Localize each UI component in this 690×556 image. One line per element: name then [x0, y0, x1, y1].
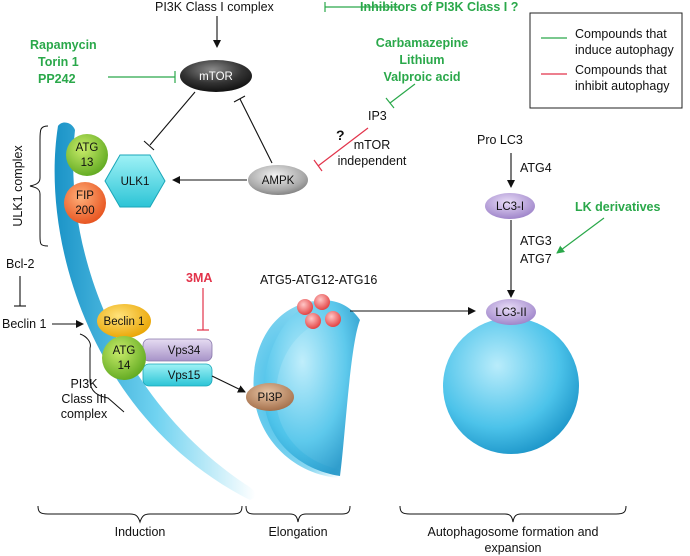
pi3p-label: PI3P — [258, 392, 283, 404]
mtor-independent-line2: independent — [338, 154, 407, 168]
mtor-independent-line1: mTOR — [354, 138, 391, 152]
atg4-label: ATG4 — [520, 161, 552, 175]
prolc3-label: Pro LC3 — [477, 133, 523, 147]
atg5-ball-4 — [325, 311, 341, 327]
atg3-label: ATG3 — [520, 234, 552, 248]
ampk-label: AMPK — [262, 175, 295, 187]
atg5-ball-1 — [297, 299, 313, 315]
mtor-inhibit-ulk1 — [149, 91, 196, 146]
question-mark: ? — [336, 127, 345, 143]
ulk1-label: ULK1 — [121, 176, 150, 188]
lithium-label: Lithium — [399, 53, 444, 67]
carbamazepine-label: Carbamazepine — [376, 36, 468, 50]
ulk1-bracket — [29, 125, 49, 247]
pi3k3-label-1: PI3K — [70, 377, 98, 391]
legend: Compounds that induce autophagy Compound… — [529, 12, 683, 109]
atg7-label: ATG7 — [520, 252, 552, 266]
legend-induce-line1: Compounds that — [575, 27, 667, 41]
atg5-complex-label: ATG5-ATG12-ATG16 — [260, 273, 377, 287]
lc3ii-label: LC3-II — [495, 307, 526, 319]
legend-inhibit-line2: inhibit autophagy — [575, 79, 670, 93]
inhibitors-pi3k-label: Inhibitors of PI3K Class I ? — [360, 0, 518, 14]
mtor-node — [180, 60, 252, 92]
atg14-label-b: 14 — [118, 360, 131, 372]
atg5-ball-3 — [305, 313, 321, 329]
fip200-node — [64, 182, 106, 224]
formation-brace — [399, 505, 627, 523]
torin-label: Torin 1 — [38, 55, 79, 69]
induction-label: Induction — [115, 525, 166, 539]
vps34-label: Vps34 — [168, 345, 201, 357]
pi3k-class1-label: PI3K Class I complex — [155, 0, 275, 14]
atg14-node — [102, 336, 146, 380]
ip3-label: IP3 — [368, 109, 387, 123]
carbamazepine-inhibit-line — [389, 83, 416, 104]
ulk1-complex-label: ULK1 complex — [11, 145, 25, 227]
vps15-node — [142, 363, 213, 387]
elongation-brace — [245, 505, 351, 523]
pi3k3-label-2: Class III — [61, 392, 106, 406]
formation-label-2: expansion — [485, 541, 542, 555]
ampk-inhibit-mtor — [239, 98, 273, 164]
fip200-label-b: 200 — [75, 205, 94, 217]
3ma-label: 3MA — [186, 271, 212, 285]
induction-brace — [37, 505, 243, 524]
phagophore-membrane — [54, 122, 256, 500]
lc3ii-node — [486, 299, 536, 325]
autophagosome — [443, 318, 579, 454]
legend-induce-line2: induce autophagy — [575, 43, 674, 57]
fip200-label-a: FIP — [76, 190, 94, 202]
legend-inhibit-line1: Compounds that — [575, 63, 667, 77]
ampk-node — [248, 165, 308, 195]
mtor-label: mTOR — [199, 71, 233, 83]
lk-derivatives-label: LK derivatives — [575, 200, 661, 214]
pi3p-node — [246, 383, 294, 411]
beclin-left-label: Beclin 1 — [2, 317, 47, 331]
beclin1-node — [97, 304, 151, 338]
ip3-inhibit-line — [317, 127, 369, 167]
pi3k3-label-3: complex — [61, 407, 108, 421]
pp242-label: PP242 — [38, 72, 76, 86]
rapamycin-label: Rapamycin — [30, 38, 97, 52]
pi3k3-bracket — [79, 333, 125, 413]
formation-label-1: Autophagosome formation and — [428, 525, 599, 539]
vps15-to-pi3p-arrow — [211, 375, 246, 393]
lk-arrow — [556, 217, 605, 254]
ulk1-node — [104, 154, 166, 208]
lc3i-node — [485, 193, 535, 219]
vps15-label: Vps15 — [168, 370, 201, 382]
bcl2-label: Bcl-2 — [6, 257, 35, 271]
atg14-label-a: ATG — [113, 345, 136, 357]
atg13-node — [66, 134, 108, 176]
atg5-ball-2 — [314, 294, 330, 310]
elongation-label: Elongation — [268, 525, 327, 539]
valproic-label: Valproic acid — [383, 70, 460, 84]
lc3i-label: LC3-I — [496, 201, 524, 213]
atg13-label-a: ATG — [76, 142, 99, 154]
beclin1-label: Beclin 1 — [104, 316, 145, 328]
atg13-label-b: 13 — [81, 157, 94, 169]
